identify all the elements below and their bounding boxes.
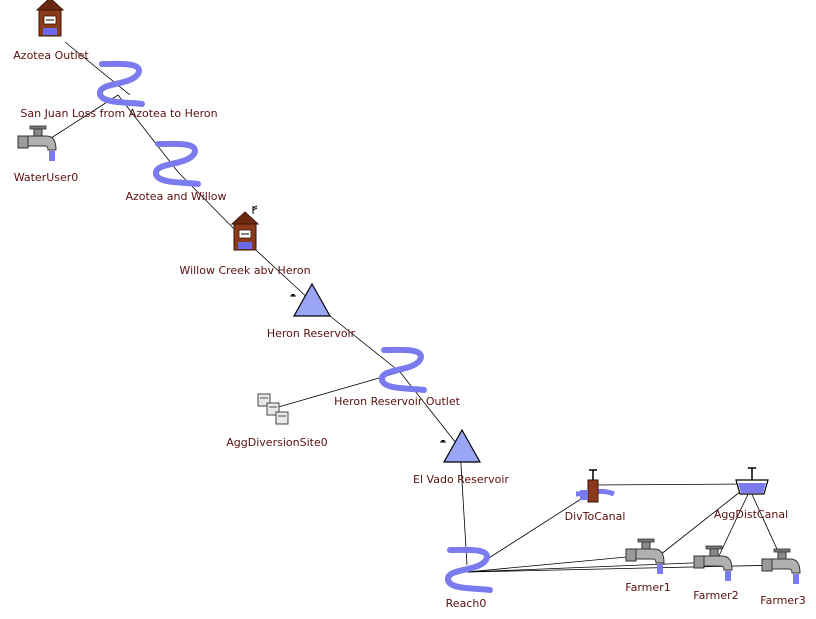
link — [466, 554, 649, 573]
reach-icon[interactable] — [100, 64, 142, 104]
link — [659, 483, 751, 556]
link — [591, 483, 751, 486]
node-label-divtocanal[interactable]: DivToCanal — [564, 510, 626, 523]
node-label-azotea-outlet[interactable]: Azotea Outlet — [13, 49, 89, 62]
node-label-azotea-willow[interactable]: Azotea and Willow — [125, 190, 227, 203]
water-user-faucet-icon[interactable] — [625, 538, 665, 575]
node-label-sanjuan-loss[interactable]: San Juan Loss from Azotea to Heron — [20, 107, 218, 120]
links — [47, 41, 783, 573]
node-label-aggdistcanal[interactable]: AggDistCanal — [713, 508, 789, 521]
node-label-elvado[interactable]: El Vado Reservoir — [413, 473, 509, 486]
node-label-farmer3[interactable]: Farmer3 — [760, 594, 806, 607]
link — [466, 561, 718, 573]
reach-icon[interactable] — [382, 350, 424, 390]
water-user-faucet-icon[interactable] — [761, 548, 801, 585]
reservoir-triangle-icon[interactable] — [289, 283, 331, 317]
node-label-farmer2[interactable]: Farmer2 — [693, 589, 739, 602]
stream-gage-house-icon[interactable] — [231, 205, 259, 251]
node-label-willow-creek[interactable]: Willow Creek abv Heron — [179, 264, 311, 277]
node-label-farmer1[interactable]: Farmer1 — [625, 581, 671, 594]
water-user-faucet-icon[interactable] — [693, 545, 733, 582]
reach-icon[interactable] — [448, 550, 490, 590]
node-label-wateruser0[interactable]: WaterUser0 — [13, 171, 79, 184]
node-label-heron-reservoir[interactable]: Heron Reservoir — [266, 327, 356, 340]
canal-bucket-icon[interactable] — [735, 467, 769, 495]
reservoir-triangle-icon[interactable] — [439, 429, 481, 463]
diversion-gate-icon[interactable] — [576, 470, 614, 502]
node-label-heron-outlet[interactable]: Heron Reservoir Outlet — [334, 395, 460, 408]
link — [459, 447, 468, 566]
node-label-reach0[interactable]: Reach0 — [445, 597, 487, 610]
link — [117, 94, 179, 173]
node-label-aggdiv0[interactable]: AggDiversionSite0 — [226, 436, 328, 449]
water-user-faucet-icon[interactable] — [17, 125, 57, 162]
reach-icon[interactable] — [156, 144, 198, 184]
stream-gage-house-icon[interactable] — [36, 0, 64, 37]
link — [716, 489, 751, 561]
agg-diversion-icon[interactable] — [257, 393, 289, 425]
link — [399, 371, 461, 449]
link — [749, 489, 783, 561]
